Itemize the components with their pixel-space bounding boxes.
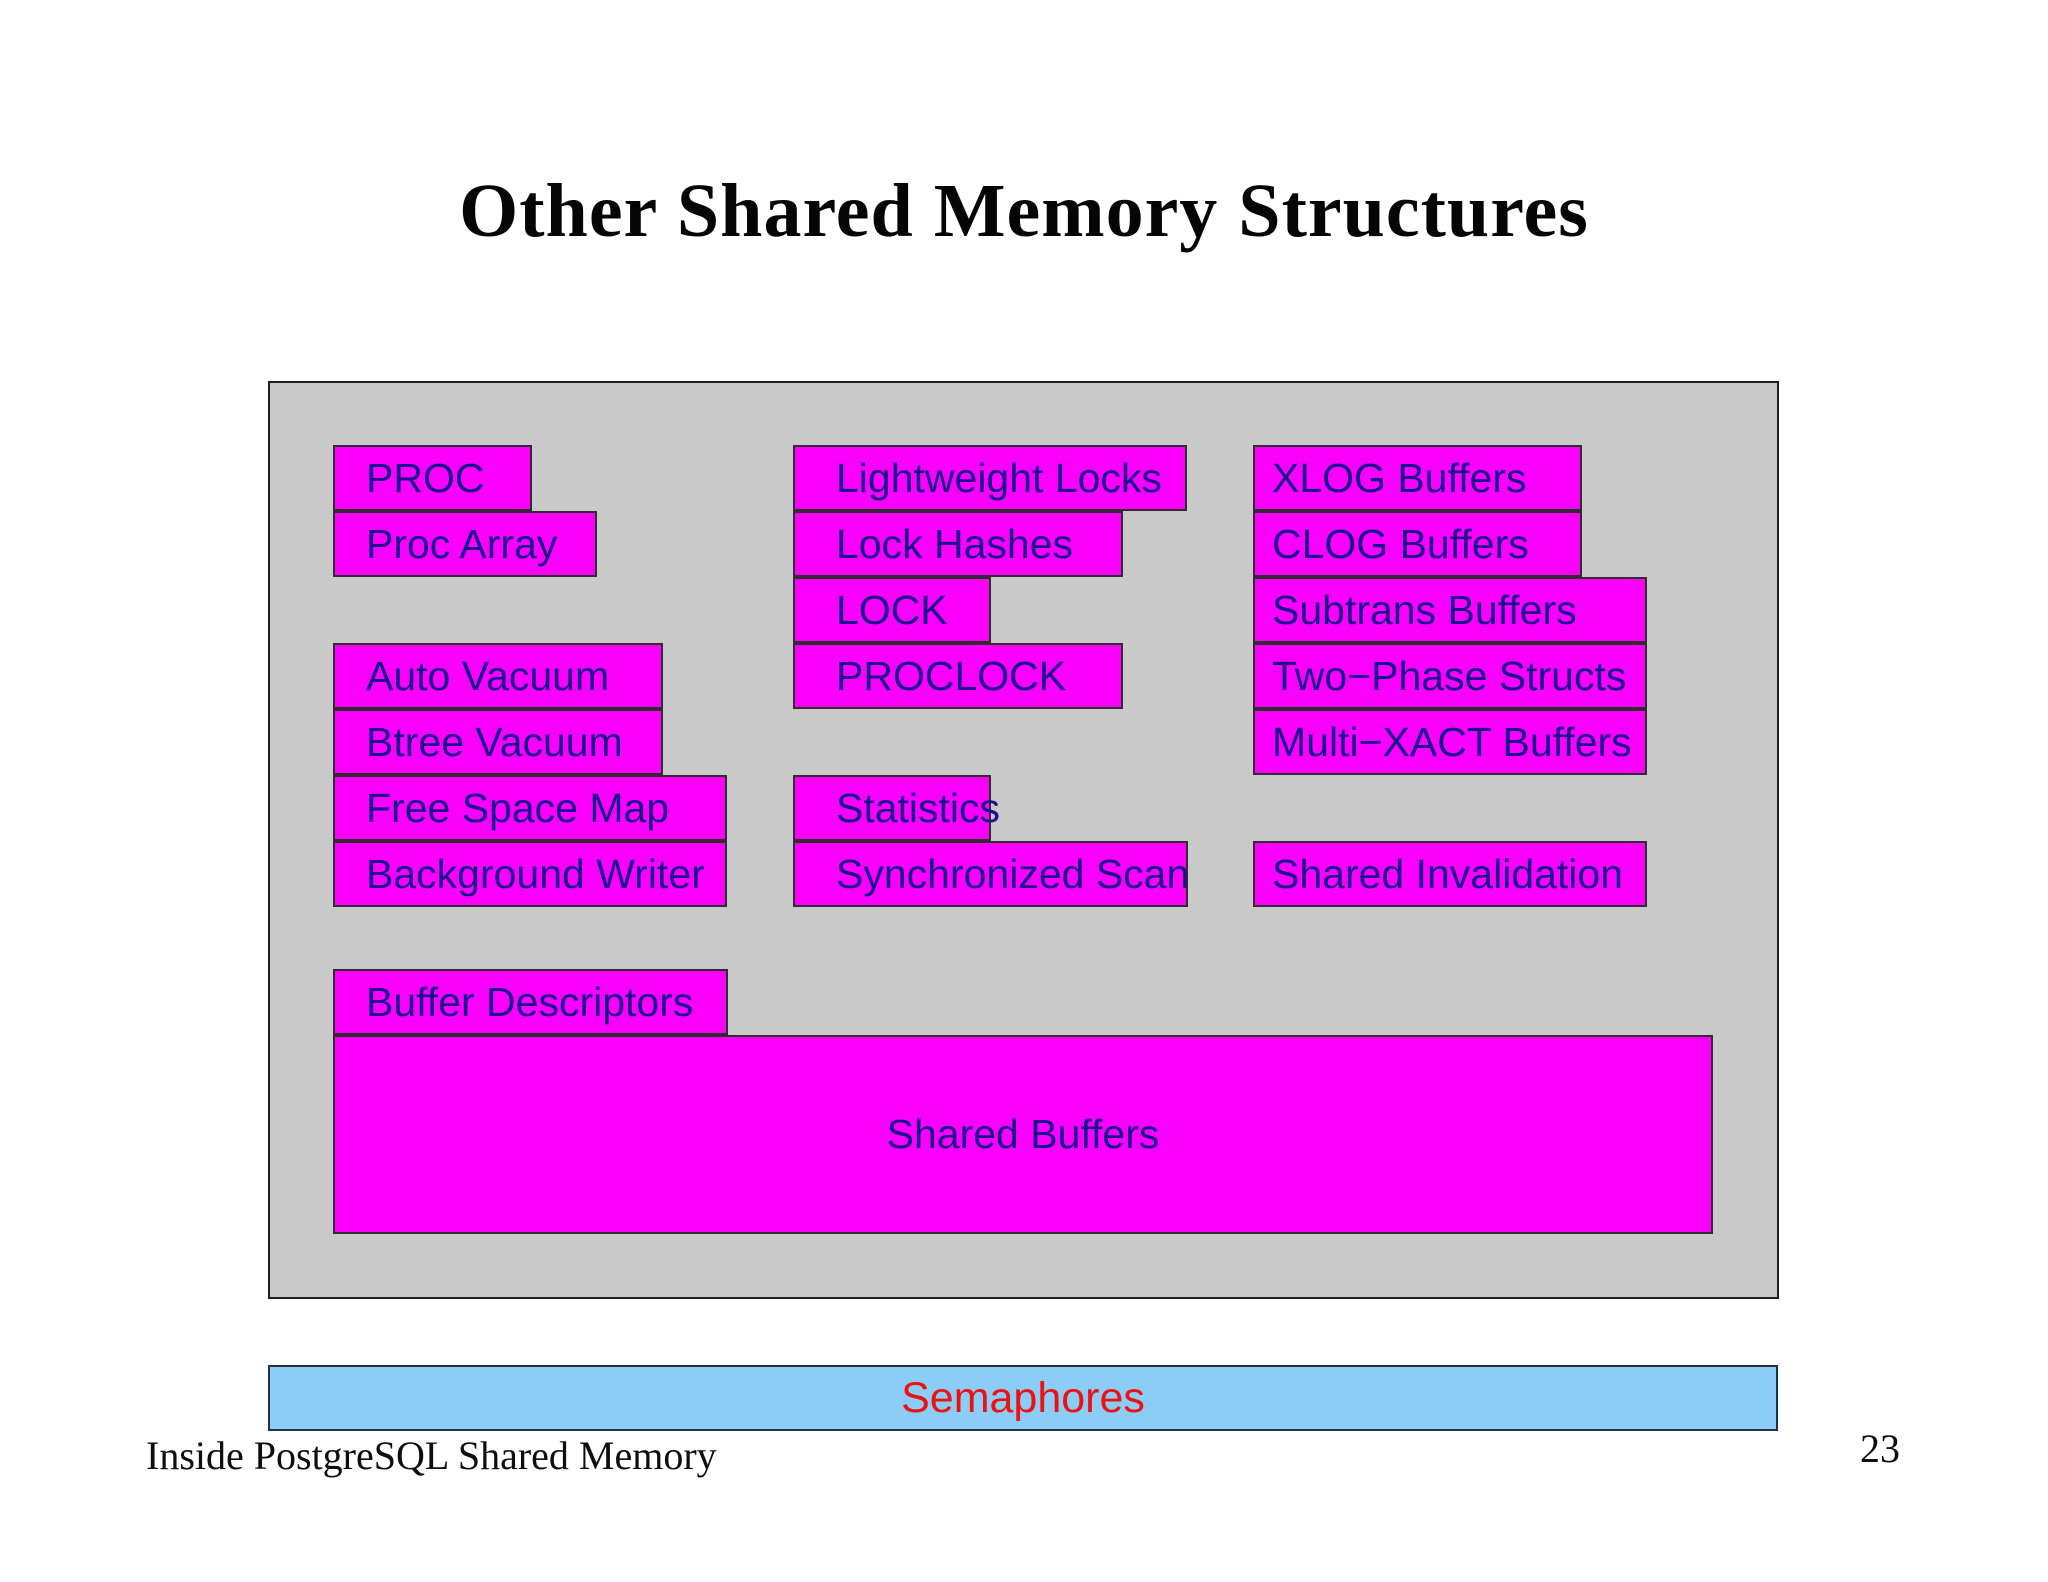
box-lightweight-locks: Lightweight Locks [793,445,1187,511]
box-two-phase-structs: Two−Phase Structs [1253,643,1647,709]
box-btree-vacuum: Btree Vacuum [333,709,663,775]
page-title: Other Shared Memory Structures [459,169,1589,253]
box-multi-xact-buffers: Multi−XACT Buffers [1253,709,1647,775]
box-proc: PROC [333,445,532,511]
box-lock-hashes: Lock Hashes [793,511,1123,577]
box-shared-buffers: Shared Buffers [333,1035,1713,1234]
box-auto-vacuum: Auto Vacuum [333,643,663,709]
box-clog-buffers: CLOG Buffers [1253,511,1582,577]
semaphores-bar: Semaphores [268,1365,1778,1431]
box-statistics: Statistics [793,775,1000,841]
footer-title: Inside PostgreSQL Shared Memory [146,1433,717,1478]
box-free-space-map: Free Space Map [333,775,727,841]
box-lock: LOCK [793,577,991,643]
box-proclock: PROCLOCK [793,643,1123,709]
box-background-writer: Background Writer [333,841,727,907]
page-number: 23 [1860,1426,1900,1471]
box-shared-invalidation: Shared Invalidation [1253,841,1647,907]
box-subtrans-buffers: Subtrans Buffers [1253,577,1647,643]
box-xlog-buffers: XLOG Buffers [1253,445,1582,511]
box-proc-array: Proc Array [333,511,597,577]
box-buffer-descriptors: Buffer Descriptors [333,969,728,1035]
box-synchronized-scan: Synchronized Scan [793,841,1189,907]
